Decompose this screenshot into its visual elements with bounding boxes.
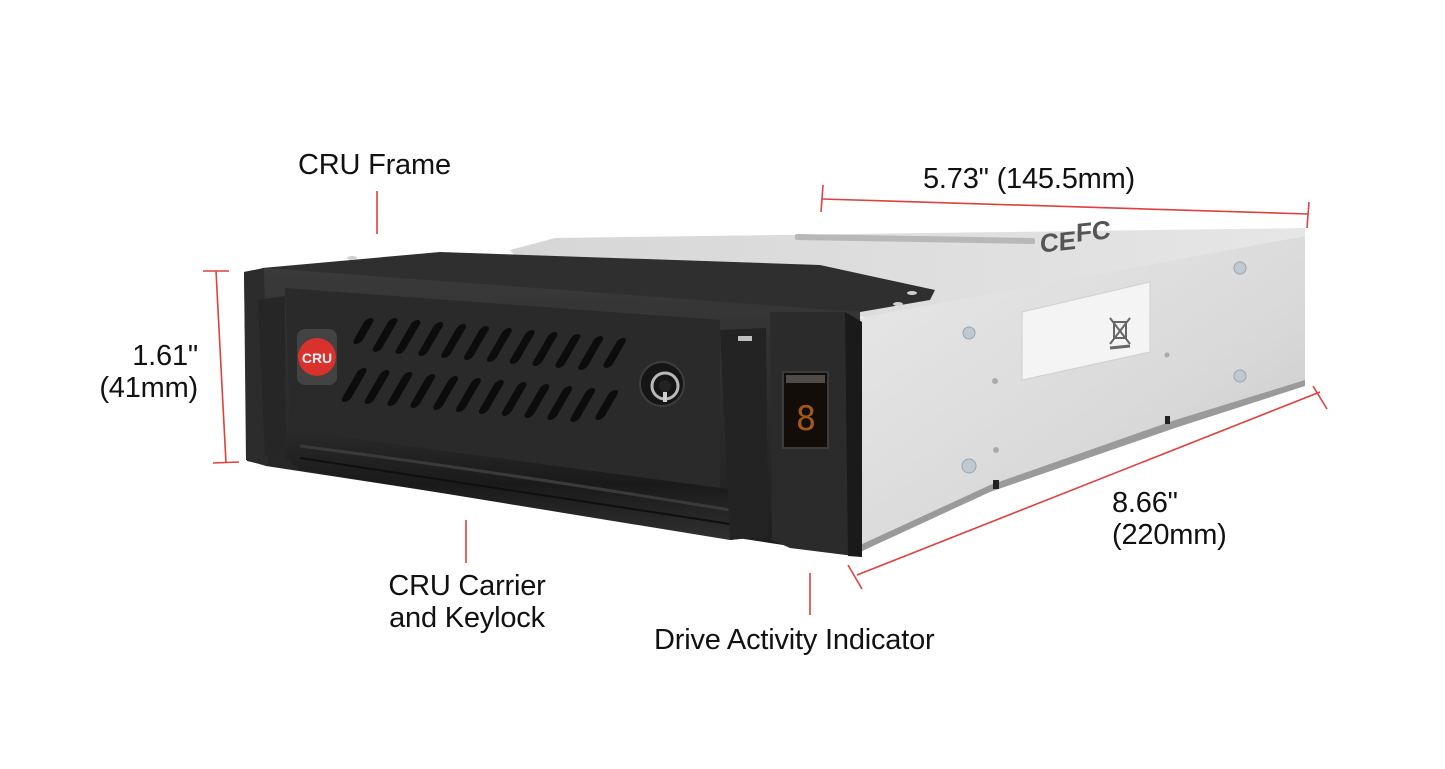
dimension-depth-mm: (220mm): [1112, 519, 1227, 551]
svg-text:8: 8: [796, 399, 816, 439]
svg-text:FC: FC: [1076, 214, 1111, 248]
dimension-lines: [203, 184, 1328, 615]
weee-bin-icon: [1109, 317, 1131, 350]
screw-icon: [961, 261, 1247, 474]
dimension-depth-inches: 8.66": [1112, 487, 1178, 519]
activity-display: 8: [782, 371, 829, 449]
dimension-width-label: 5.73" (145.5mm): [923, 163, 1135, 195]
dimension-height-label: 1.61" (41mm): [70, 340, 198, 404]
dimension-height-mm: (41mm): [99, 372, 198, 404]
label-cru-carrier-line2: and Keylock: [389, 602, 545, 634]
svg-text:CE: CE: [1040, 225, 1076, 259]
label-drive-activity-indicator: Drive Activity Indicator: [654, 624, 935, 656]
indicator-bezel: 8: [770, 312, 862, 557]
frame-top-lip: [262, 252, 935, 312]
frame-metal-side: CE FC: [860, 214, 1305, 552]
cru-logo-badge: CRU: [297, 329, 337, 385]
keylock-icon: [639, 361, 685, 407]
vent-grille: [341, 318, 626, 422]
carrier-handle: [286, 430, 768, 540]
dimension-depth-label: 8.66" (220mm): [1112, 487, 1227, 551]
label-cru-carrier: CRU Carrier and Keylock: [376, 570, 558, 634]
label-cru-frame: CRU Frame: [298, 149, 451, 181]
carrier: CRU: [258, 288, 768, 540]
certification-label: CE FC: [1021, 214, 1151, 381]
frame-top-surface: [510, 228, 1305, 318]
label-cru-carrier-line1: CRU Carrier: [388, 570, 546, 602]
dimension-height-inches: 1.61": [132, 340, 198, 372]
svg-text:CRU: CRU: [302, 350, 332, 366]
